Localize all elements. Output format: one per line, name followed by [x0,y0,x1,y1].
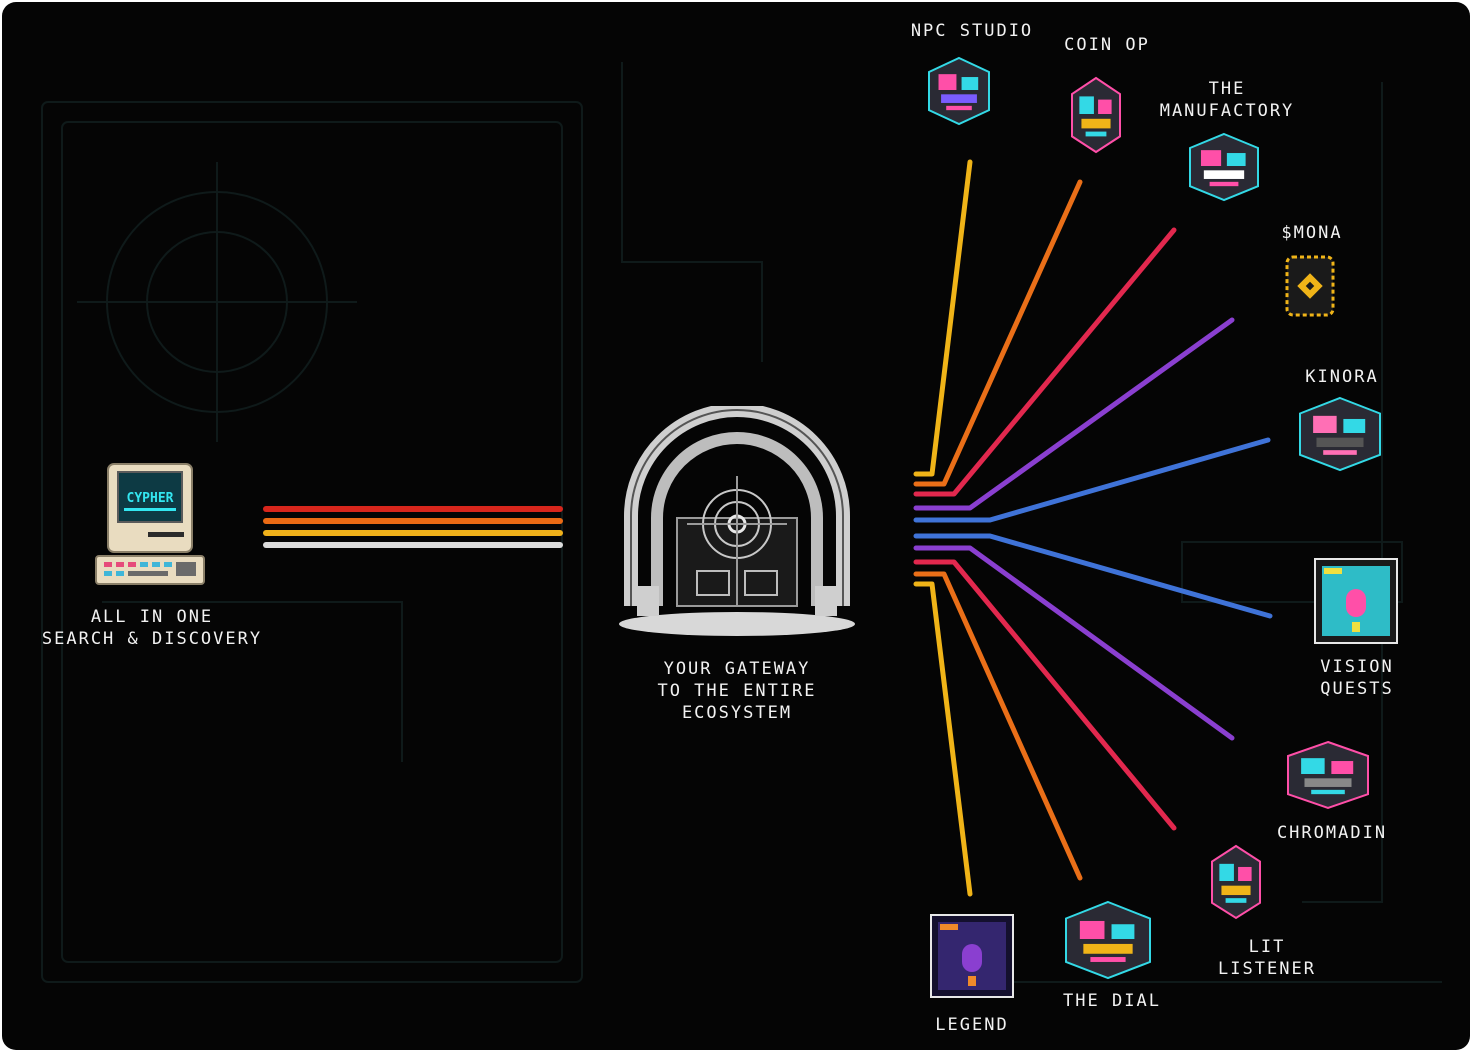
vision-quests-icon[interactable] [1314,558,1398,644]
mona-label[interactable]: $MONA [1281,223,1343,243]
legend-icon[interactable] [930,914,1014,998]
gateway-label-line2: TO THE ENTIRE [657,681,817,701]
npc-studio-label[interactable]: NPC STUDIO [910,21,1034,41]
gateway-portal-icon [619,406,855,636]
source-label: ALL IN ONE SEARCH & DISCOVERY [22,606,282,650]
kinora-label[interactable]: KINORA [1305,367,1379,387]
connector-chromadin [913,545,1235,741]
legend-label[interactable]: LEGEND [935,1015,1009,1035]
the-dial-label[interactable]: THE DIAL [1063,991,1161,1011]
source-label-line1: ALL IN ONE [90,607,214,627]
the-dial-icon[interactable] [1064,898,1152,980]
lit-listener-label[interactable]: LIT LISTENER [1218,937,1316,979]
the-manufactory-icon[interactable] [1188,130,1260,202]
connector-vision-quests [913,533,1273,619]
connector-the-dial [913,571,1083,881]
chromadin-icon[interactable] [1286,738,1370,810]
coin-op-label[interactable]: COIN OP [1064,35,1150,55]
the-manufactory-label[interactable]: THE MANUFACTORY [1159,79,1295,121]
connector-mona [913,317,1235,511]
gateway-label-line1: YOUR GATEWAY [663,659,811,679]
npc-studio-icon[interactable] [927,54,991,126]
gateway-label: YOUR GATEWAY TO THE ENTIRE ECOSYSTEM [617,658,857,724]
chromadin-label[interactable]: CHROMADIN [1276,823,1388,843]
connector-coin-op [913,179,1083,487]
mona-icon[interactable] [1284,254,1336,318]
vision-quests-label[interactable]: VISION QUESTS [1320,657,1394,699]
retro-computer-icon: CYPHER [95,463,205,585]
connector-legend [913,581,973,897]
connector-kinora [913,437,1271,523]
kinora-icon[interactable] [1298,394,1382,472]
coin-op-icon[interactable] [1070,74,1122,154]
gateway-label-line3: ECOSYSTEM [681,703,793,723]
lit-listener-icon[interactable] [1210,842,1262,920]
source-label-line2: SEARCH & DISCOVERY [41,629,263,649]
connector-lit-listener [913,559,1177,831]
connector-the-manufactory [913,227,1177,497]
connector-npc-studio [913,159,973,477]
screen-logo-text: CYPHER [127,491,174,506]
